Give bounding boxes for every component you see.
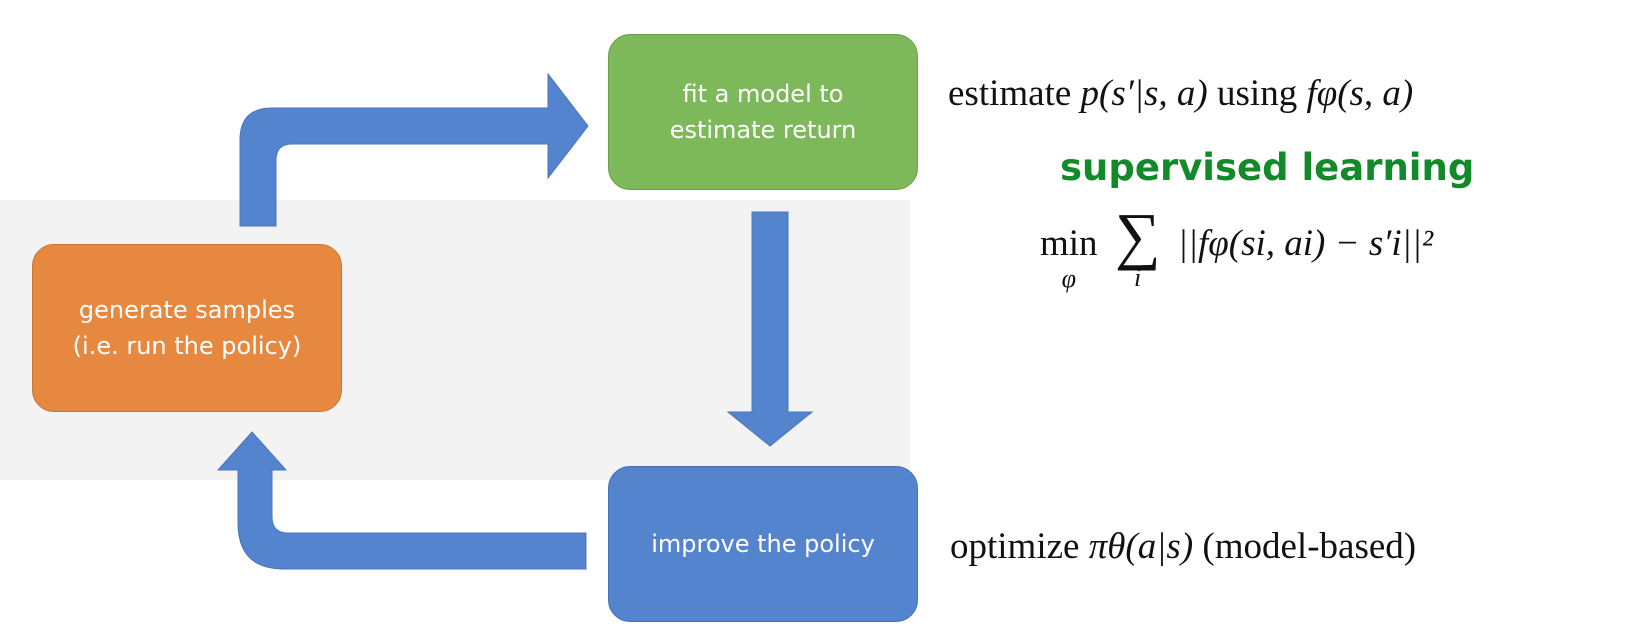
optimize-prefix: optimize <box>950 526 1080 567</box>
estimate-prefix: estimate <box>948 73 1072 114</box>
using-word: using <box>1217 73 1298 114</box>
node-improve-policy: improve the policy <box>608 466 918 622</box>
optimize-suffix: (model-based) <box>1202 526 1417 567</box>
sum-subscript: i <box>1134 263 1142 292</box>
node-generate-samples: generate samples (i.e. run the policy) <box>32 244 342 412</box>
loss-equation: min φ ∑ i ||fφ(si, ai) − s′i||² <box>1040 204 1434 293</box>
arrow-generate-to-fit <box>239 72 589 227</box>
estimate-equation: estimate p(s′|s, a) using fφ(s, a) <box>948 72 1413 115</box>
optimize-equation: optimize πθ(a|s) (model-based) <box>950 525 1416 568</box>
arrow-improve-to-generate <box>216 431 587 570</box>
min-label: min <box>1040 223 1098 264</box>
min-subscript: φ <box>1061 264 1076 293</box>
arrow-fit-to-improve <box>726 211 814 447</box>
node-improve-policy-label: improve the policy <box>651 530 875 558</box>
node-generate-samples-label: generate samples (i.e. run the policy) <box>72 296 302 360</box>
estimate-distribution: p(s′|s, a) <box>1080 73 1208 114</box>
min-operator: min φ <box>1040 222 1098 293</box>
node-fit-model-label: fit a model to estimate return <box>669 80 857 144</box>
supervised-learning-label: supervised learning <box>1060 146 1475 189</box>
node-fit-model: fit a model to estimate return <box>608 34 918 190</box>
sum-operator: ∑ i <box>1114 200 1161 292</box>
policy-expression: πθ(a|s) <box>1088 526 1194 567</box>
loss-expression: ||fφ(si, ai) − s′i||² <box>1177 223 1434 264</box>
sum-symbol: ∑ <box>1114 200 1161 271</box>
model-function: fφ(s, a) <box>1306 73 1414 114</box>
